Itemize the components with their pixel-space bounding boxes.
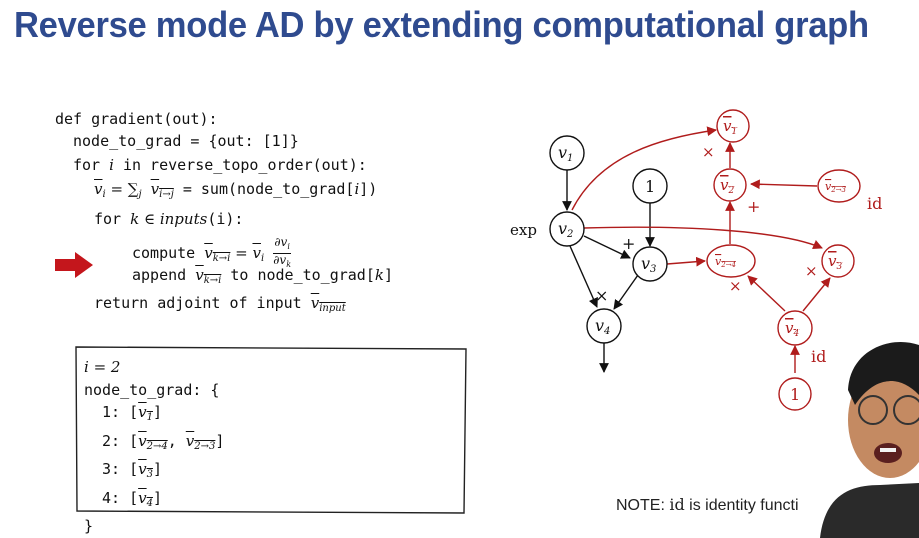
node-v24bar-label: v — [715, 255, 722, 268]
node-v4bar-label: v — [785, 319, 794, 337]
current-line-arrow-icon — [55, 252, 93, 278]
times-label-v24: × — [729, 277, 742, 295]
times-label-v1: × — [702, 143, 715, 161]
code-line-for-k: for k ∈ inputs(i): — [94, 210, 244, 228]
identity-note: NOTE: id is identity functi — [616, 495, 799, 514]
svg-text:v4: v4 — [785, 319, 799, 339]
code-line-return: return adjoint of input vinput — [94, 294, 346, 314]
presenter-video — [820, 342, 919, 538]
node-v2-label: v — [558, 219, 567, 238]
svg-text:v2: v2 — [558, 219, 573, 240]
state-row: 2: [v2→4, v2→3] — [102, 431, 225, 452]
svg-text:v3: v3 — [641, 254, 656, 275]
svg-text:v3: v3 — [828, 252, 842, 272]
slide-title: Reverse mode AD by extending computation… — [14, 4, 869, 45]
plus-op-label: + — [622, 234, 635, 253]
node-v23bar-label: v — [825, 180, 832, 193]
state-box: i = 2 node_to_grad: { 1: [v1] 2: [v2→4, … — [84, 356, 224, 538]
node-v1-label: v — [558, 143, 567, 162]
svg-text:v2: v2 — [720, 176, 734, 196]
node-v3-label: v — [641, 254, 650, 273]
node-v2bar-label: v — [720, 176, 729, 194]
state-close: } — [84, 517, 94, 535]
id-label-v23: id — [867, 194, 882, 213]
code-line-append: append vk→i to node_to_grad[k] — [132, 266, 393, 286]
node-v4-label: v — [595, 316, 604, 335]
state-header: node_to_grad: { — [84, 380, 220, 399]
node-one-label: 1 — [645, 177, 655, 196]
code-line-compute: compute vk→i = vi ∂vi∂vk — [132, 235, 292, 269]
svg-text:v1: v1 — [558, 143, 573, 164]
svg-text:v4: v4 — [595, 316, 610, 337]
id-label-v4: id — [811, 347, 826, 366]
svg-text:v2→3: v2→3 — [825, 180, 847, 194]
code-line-sum: vi = ∑j vi→j = sum(node_to_grad[i]) — [94, 180, 378, 200]
state-box-border — [75, 346, 467, 514]
node-v3bar-label: v — [828, 252, 837, 270]
svg-text:v2→4: v2→4 — [715, 255, 736, 269]
state-row: 1: [v1] — [102, 403, 163, 423]
state-row: 4: [v4] — [102, 488, 163, 509]
times-label-v3: × — [805, 262, 818, 280]
plus-label-v2: + — [747, 197, 760, 216]
svg-text:v1: v1 — [723, 117, 737, 137]
code-line-init: node_to_grad = {out: [1]} — [73, 132, 299, 150]
code-line-for-i: for i in reverse_topo_order(out): — [73, 156, 367, 174]
times-op-label: × — [595, 286, 608, 305]
code-line-def: def gradient(out): — [55, 110, 218, 128]
state-i-line: i = 2 — [84, 358, 121, 376]
node-red-one-label: 1 — [790, 385, 800, 404]
state-row: 3: [v3] — [102, 460, 163, 480]
exp-label: exp — [510, 221, 537, 239]
node-v1bar-label: v — [723, 117, 732, 135]
